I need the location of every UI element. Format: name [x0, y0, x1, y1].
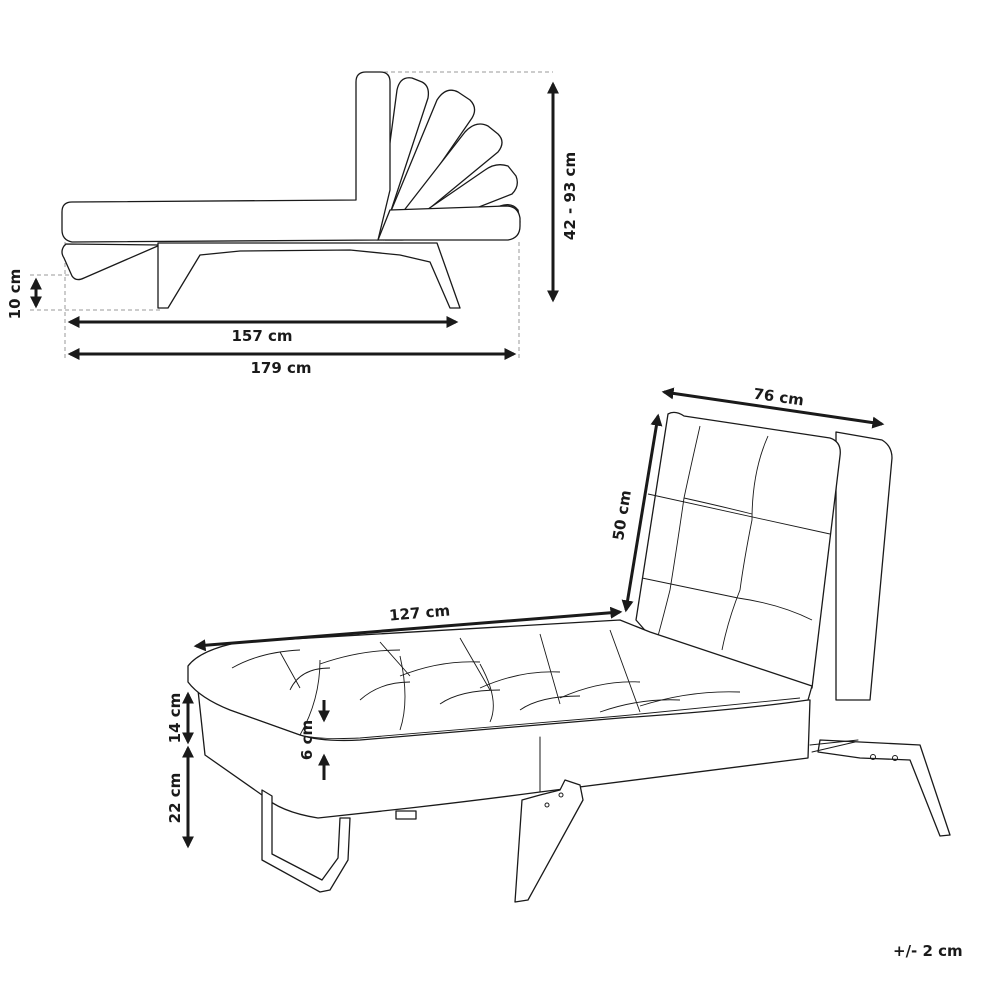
- height-range-label: 42 - 93 cm: [561, 152, 579, 240]
- footrest: [61, 243, 161, 281]
- leg-clearance-label: 10 cm: [6, 269, 24, 320]
- side-view-guides: [30, 71, 553, 360]
- rear-left-leg: [514, 779, 584, 903]
- side-view-drawing: 42 - 93 cm 10 cm 157 cm 179 cm: [6, 71, 579, 377]
- seat-height-label: 14 cm: [166, 693, 184, 744]
- perspective-view-drawing: 76 cm 50 cm 127 cm 14 cm 22 cm 6 cm: [166, 385, 951, 903]
- backrest-height-arrow: [621, 413, 663, 613]
- seat-length-label: 127 cm: [388, 601, 450, 624]
- frame-length-label: 157 cm: [231, 327, 292, 345]
- seat-flat-extension: [377, 205, 521, 241]
- total-length-label: 179 cm: [250, 359, 311, 377]
- cushion-thickness-label: 6 cm: [298, 720, 316, 760]
- seat-length-arrow: [193, 606, 623, 652]
- width-arrow: [661, 387, 885, 429]
- base-height-label: 22 cm: [166, 773, 184, 824]
- frame-and-legs: [157, 242, 461, 309]
- seat-tufting: [229, 629, 801, 740]
- recline-strut: [809, 739, 859, 753]
- front-u-leg: [261, 789, 351, 893]
- backrest-height-label: 50 cm: [609, 489, 635, 542]
- backrest-back-panel: [835, 431, 893, 701]
- seat-and-backrest: [61, 71, 391, 243]
- rear-right-leg: [817, 739, 951, 837]
- tolerance-note: +/- 2 cm: [893, 942, 963, 960]
- backrest-tufting: [641, 425, 831, 651]
- under-bracket: [395, 810, 417, 820]
